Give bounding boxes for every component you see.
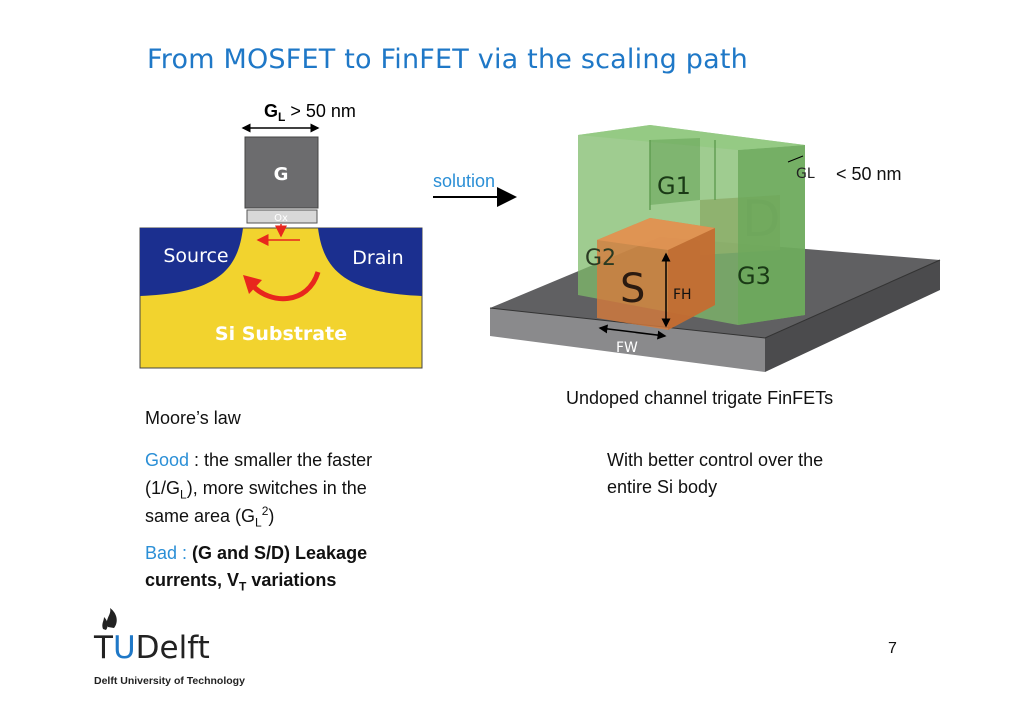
slide-title: From MOSFET to FinFET via the scaling pa… xyxy=(147,44,748,75)
fin-height-label: FH xyxy=(673,287,692,303)
source-label: Source xyxy=(163,245,228,267)
finfet-gate-length-value: < 50 nm xyxy=(836,164,902,184)
finfet-note-line-1: With better control over the xyxy=(607,450,824,470)
good-line-2: (1/GL), more switches in the xyxy=(145,478,367,502)
source-fin-label: S xyxy=(620,266,645,312)
tudelft-subtitle: Delft University of Technology xyxy=(94,675,245,687)
gate-g1-label: G1 xyxy=(657,172,691,200)
drain-label: Drain xyxy=(352,247,403,269)
oxide-layer xyxy=(246,209,318,224)
substrate-leakage-arrow xyxy=(250,271,321,302)
bad-label: Bad : xyxy=(145,543,188,563)
fin-width-label: FW xyxy=(616,340,638,356)
fin-width-arrow xyxy=(598,324,667,340)
bad-line-1: Bad : (G and S/D) Leakage xyxy=(145,543,368,563)
oxide-label: Ox xyxy=(274,213,288,224)
moores-law-heading: Moore’s law xyxy=(145,408,241,428)
good-line-1: Good : the smaller the faster xyxy=(145,450,373,470)
source-region xyxy=(140,228,243,296)
gate-length-label: GL > 50 nm xyxy=(264,101,356,124)
gate-g3-label: G3 xyxy=(737,262,771,290)
gate-g2-label: G2 xyxy=(585,246,616,271)
finfet-note-line-2: entire Si body xyxy=(607,477,718,497)
bad-line-2: currents, VT variations xyxy=(145,570,337,594)
substrate-label: Si Substrate xyxy=(215,323,347,345)
finfet-gate-length-arrow xyxy=(787,155,804,163)
finfet-gate-length-label: GL xyxy=(796,166,815,182)
good-label: Good xyxy=(145,450,190,470)
solution-label: solution xyxy=(433,171,495,191)
gate-label: G xyxy=(274,164,289,185)
page-number: 7 xyxy=(888,640,897,657)
mosfet-diagram: GL > 50 nm G Ox Source Drain Si Substrat… xyxy=(139,101,423,369)
tudelft-logo: TUDelft xyxy=(94,630,210,666)
gate-block xyxy=(244,136,319,209)
flame-icon xyxy=(102,608,117,630)
finfet-caption: Undoped channel trigate FinFETs xyxy=(566,388,834,408)
finfet-diagram: D G1 G2 G3 S FH FW GL < 50 nm xyxy=(489,125,941,372)
drain-region xyxy=(318,228,422,296)
good-line-3: same area (GL2) xyxy=(145,504,275,530)
